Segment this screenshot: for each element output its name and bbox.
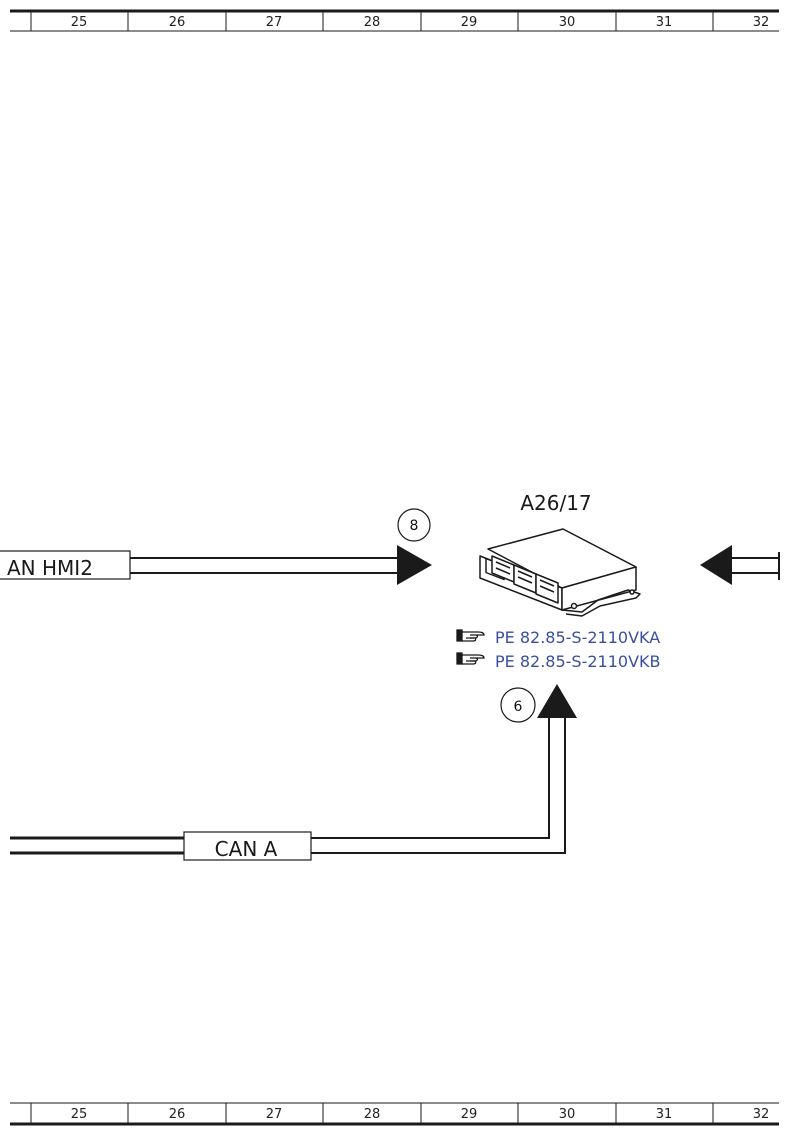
component-id: A26/17 [520, 491, 591, 515]
can-a-arrow-up [537, 684, 577, 718]
grid-col-29: 29 [461, 15, 478, 30]
bottom-grid-strip: 25 26 27 28 29 30 31 32 [10, 1102, 779, 1126]
grid-col-27: 27 [266, 15, 283, 30]
grid-col-31-bottom: 31 [656, 1107, 673, 1122]
grid-col-31: 31 [656, 15, 673, 30]
pointing-hand-icon [456, 652, 485, 665]
grid-col-32: 32 [753, 15, 770, 30]
grid-col-27-bottom: 27 [266, 1107, 283, 1122]
reference-vkb-text[interactable]: PE 82.85-S-2110VKB [495, 652, 660, 671]
reference-link-vkb[interactable]: PE 82.85-S-2110VKB [456, 652, 660, 671]
marker-8: 8 [397, 508, 431, 542]
reference-vka-text[interactable]: PE 82.85-S-2110VKA [495, 628, 660, 647]
right-bus-arrow-left [700, 545, 732, 585]
grid-col-28: 28 [364, 15, 381, 30]
grid-col-32-bottom: 32 [753, 1107, 770, 1122]
grid-col-25-bottom: 25 [71, 1107, 88, 1122]
grid-col-30-bottom: 30 [559, 1107, 576, 1122]
can-hmi2-bus: AN HMI2 [0, 545, 432, 585]
marker-6: 6 [500, 687, 536, 723]
top-grid-strip: 25 26 27 28 29 30 31 32 [10, 9, 779, 32]
grid-col-29-bottom: 29 [461, 1107, 478, 1122]
marker-6-label: 6 [514, 699, 523, 715]
grid-col-26: 26 [169, 15, 186, 30]
reference-link-vka[interactable]: PE 82.85-S-2110VKA [456, 628, 660, 647]
can-a-label-box [183, 831, 312, 861]
can-a-bus: CAN A [10, 684, 577, 861]
control-unit-icon [479, 528, 641, 617]
marker-8-label: 8 [410, 518, 419, 534]
grid-col-28-bottom: 28 [364, 1107, 381, 1122]
can-hmi2-label-box [0, 550, 131, 580]
pointing-hand-icon [456, 629, 485, 642]
grid-col-30: 30 [559, 15, 576, 30]
can-a-label: CAN A [215, 837, 278, 861]
grid-col-25: 25 [71, 15, 88, 30]
right-bus [700, 545, 780, 585]
can-hmi2-label: AN HMI2 [7, 556, 93, 580]
grid-col-26-bottom: 26 [169, 1107, 186, 1122]
can-hmi2-arrow-right [397, 545, 432, 585]
